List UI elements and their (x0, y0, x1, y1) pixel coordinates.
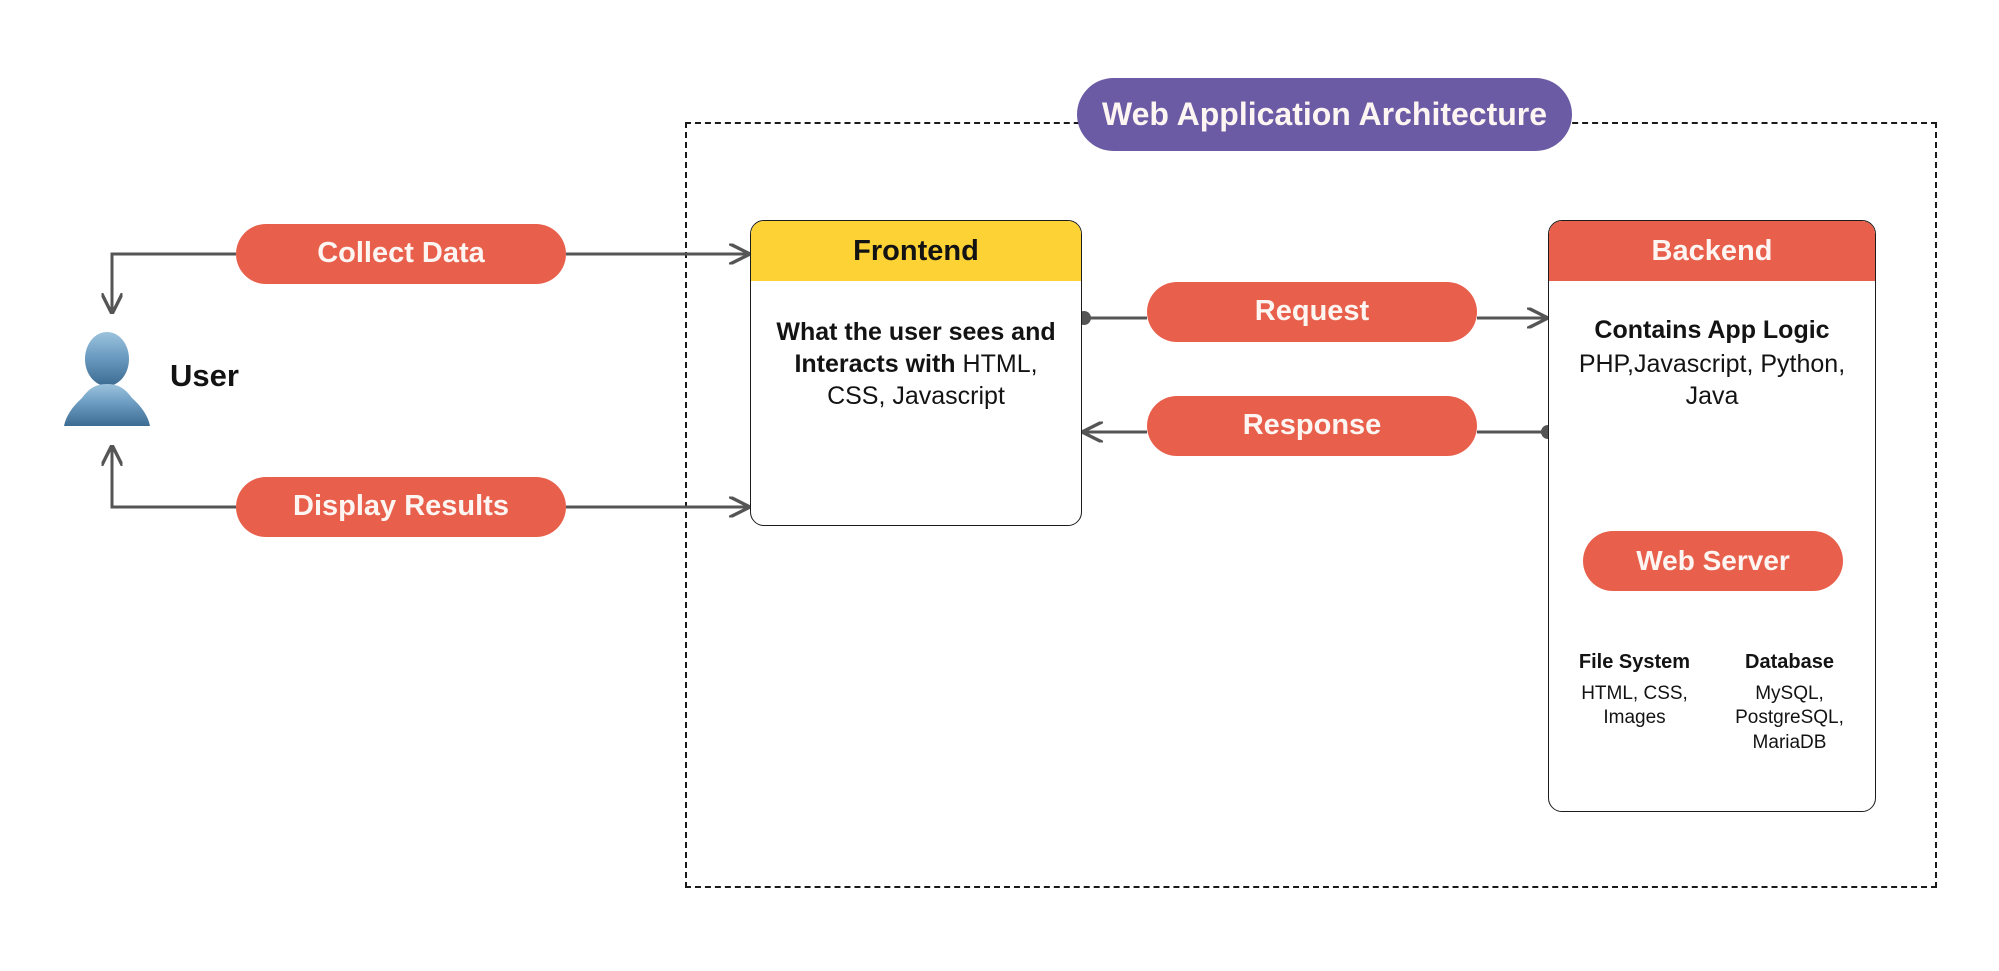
backend-header: Backend (1549, 221, 1875, 281)
file-system-title: File System (1578, 651, 1691, 673)
backend-body-bold: Contains App Logic (1594, 316, 1830, 344)
web-server-pill[interactable]: Web Server (1583, 531, 1843, 591)
flow-pill-response[interactable]: Response (1147, 396, 1477, 456)
frontend-body-rest: HTML, CSS, Javascript (827, 349, 1038, 410)
flow-pill-collect-data[interactable]: Collect Data (236, 224, 566, 284)
flow-pill-display-results[interactable]: Display Results (236, 477, 566, 537)
user-label: User (170, 358, 239, 393)
file-system-items: HTML, CSS, Images (1581, 683, 1688, 729)
frontend-body-bold: What the user sees and Interacts with (776, 318, 1056, 378)
frontend-body: What the user sees and Interacts with HT… (751, 317, 1081, 412)
database-title: Database (1745, 651, 1834, 673)
backend-storage-columns: File System HTML, CSS, Images Database M… (1549, 651, 1875, 755)
backend-column-file-system: File System HTML, CSS, Images (1557, 651, 1712, 755)
frontend-node[interactable]: Frontend What the user sees and Interact… (750, 220, 1082, 526)
backend-body-rest: PHP,Javascript, Python, Java (1578, 349, 1846, 410)
backend-column-database: Database MySQL, PostgreSQL, MariaDB (1712, 651, 1867, 755)
user-avatar-icon (64, 332, 150, 426)
database-items: MySQL, PostgreSQL, MariaDB (1735, 683, 1844, 753)
diagram-title-pill: Web Application Architecture (1077, 78, 1572, 151)
flow-pill-request[interactable]: Request (1147, 282, 1477, 342)
frontend-header: Frontend (751, 221, 1081, 281)
